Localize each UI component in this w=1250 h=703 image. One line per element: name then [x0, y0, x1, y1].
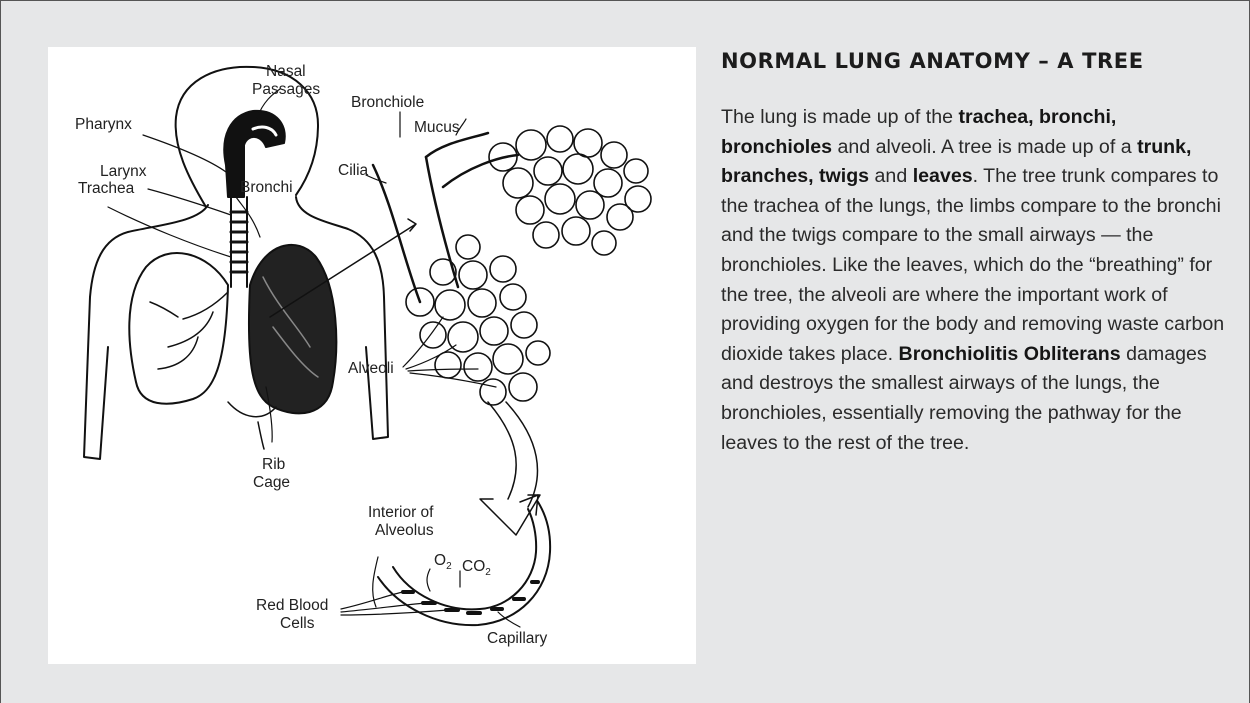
- label-cilia: Cilia: [338, 162, 369, 179]
- label-passages: Passages: [252, 81, 320, 98]
- body-paragraph: The lung is made up of the trachea, bron…: [721, 103, 1231, 458]
- label-co2: CO2: [462, 558, 491, 578]
- label-cells: Cells: [280, 615, 315, 632]
- bronchiole-tube: [373, 157, 458, 302]
- label-pharynx: Pharynx: [75, 116, 132, 133]
- upper-alveoli-cluster: [489, 126, 651, 255]
- label-o2: O2: [434, 552, 452, 572]
- diagram-panel: Nasal Passages Pharynx Larynx Trachea Br…: [48, 47, 696, 664]
- section-heading: NORMAL LUNG ANATOMY – A TREE: [721, 49, 1221, 73]
- lung-anatomy-diagram: Nasal Passages Pharynx Larynx Trachea Br…: [48, 47, 696, 664]
- label-cage: Cage: [253, 474, 290, 491]
- label-trachea: Trachea: [78, 180, 135, 197]
- lower-alveoli-cluster: [406, 235, 550, 405]
- label-interior-of: Interior of: [368, 504, 434, 521]
- label-capillary: Capillary: [487, 630, 548, 647]
- left-lung: [129, 253, 228, 404]
- label-red-blood: Red Blood: [256, 597, 328, 614]
- label-bronchiole: Bronchiole: [351, 94, 424, 111]
- label-mucus: Mucus: [414, 119, 460, 136]
- label-rib: Rib: [262, 456, 285, 473]
- label-nasal: Nasal: [266, 63, 306, 80]
- label-larynx: Larynx: [100, 163, 147, 180]
- right-lung: [249, 245, 336, 414]
- label-alveoli: Alveoli: [348, 360, 394, 377]
- label-alveolus: Alveolus: [375, 522, 434, 539]
- label-bronchi: Bronchi: [240, 179, 293, 196]
